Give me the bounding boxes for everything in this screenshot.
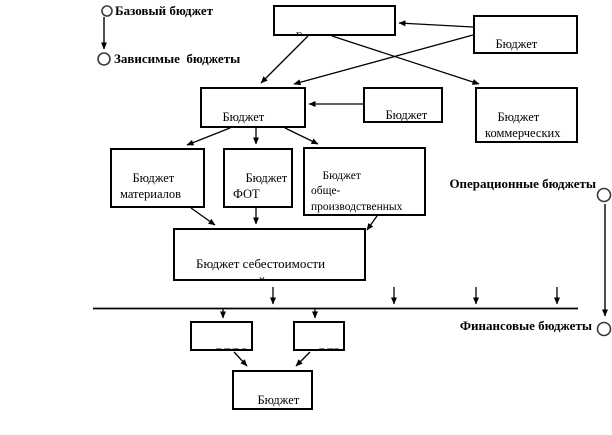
inventory-budget-label: Бюджет запасов xyxy=(385,108,428,122)
base-budget-marker-circle xyxy=(101,5,113,17)
bdds-box: БДДС xyxy=(190,321,253,351)
inventory-budget-box: Бюджет запасов xyxy=(363,87,443,123)
production-budget-label: Бюджет производства xyxy=(222,110,265,124)
arrow-bdds-to-balance xyxy=(233,351,248,367)
arrow-bdr-to-balance xyxy=(295,351,311,367)
overhead-expenses-budget-box: Бюджет обще- производственных расходов xyxy=(303,147,426,216)
commercial-expenses-budget-label: Бюджет коммерческих расходов xyxy=(485,110,561,140)
bdr-box: БДР xyxy=(293,321,345,351)
arrow-sales-to-production xyxy=(260,35,309,84)
cogs-budget-box: Бюджет себестоимости реализованной проду… xyxy=(173,228,366,281)
balance-budget-label: Бюджет баланса xyxy=(257,393,300,407)
materials-budget-box: Бюджет материалов xyxy=(110,148,205,208)
financial-budgets-marker-circle xyxy=(596,321,612,337)
materials-budget-label: Бюджет материалов xyxy=(120,171,182,201)
arrow-sales-to-commercial xyxy=(331,35,480,85)
operational-budgets-label: Операционные бюджеты xyxy=(449,176,596,191)
commercial-expenses-budget-box: Бюджет коммерческих расходов xyxy=(475,87,578,143)
base-budget-label: Базовый бюджет xyxy=(115,3,214,18)
sales-budget-label: Бюджет продаж xyxy=(296,30,380,34)
production-budget-box: Бюджет производства xyxy=(200,87,306,128)
bdr-label: БДР xyxy=(319,346,341,349)
sales-budget-box: Бюджет продаж xyxy=(273,5,396,36)
investments-budget-box: Бюджет инвестиций xyxy=(473,15,578,54)
arrow-investments-to-sales xyxy=(398,20,474,28)
payroll-budget-label: Бюджет ФОТ xyxy=(233,171,288,201)
dependent-budgets-label: Зависимые бюджеты xyxy=(114,51,241,66)
arrow-materials-to-cogs xyxy=(190,207,216,226)
arrow-production-to-overhead xyxy=(284,127,319,145)
investments-budget-label: Бюджет инвестиций xyxy=(495,37,538,51)
operational-budgets-marker-circle xyxy=(596,187,612,203)
dependent-budgets-marker-circle xyxy=(97,52,111,66)
arrow-production-to-materials xyxy=(186,127,231,146)
payroll-budget-box: Бюджет ФОТ xyxy=(223,148,293,208)
arrow-investments-to-production xyxy=(293,34,474,86)
overhead-expenses-budget-label: Бюджет обще- производственных расходов xyxy=(311,169,403,213)
cogs-budget-label: Бюджет себестоимости реализованной проду… xyxy=(183,256,329,279)
balance-budget-box: Бюджет баланса xyxy=(232,370,313,410)
financial-budgets-label: Финансовые бюджеты xyxy=(459,318,592,333)
arrow-overhead-to-cogs xyxy=(366,215,378,231)
bdds-label: БДДС xyxy=(216,346,248,349)
